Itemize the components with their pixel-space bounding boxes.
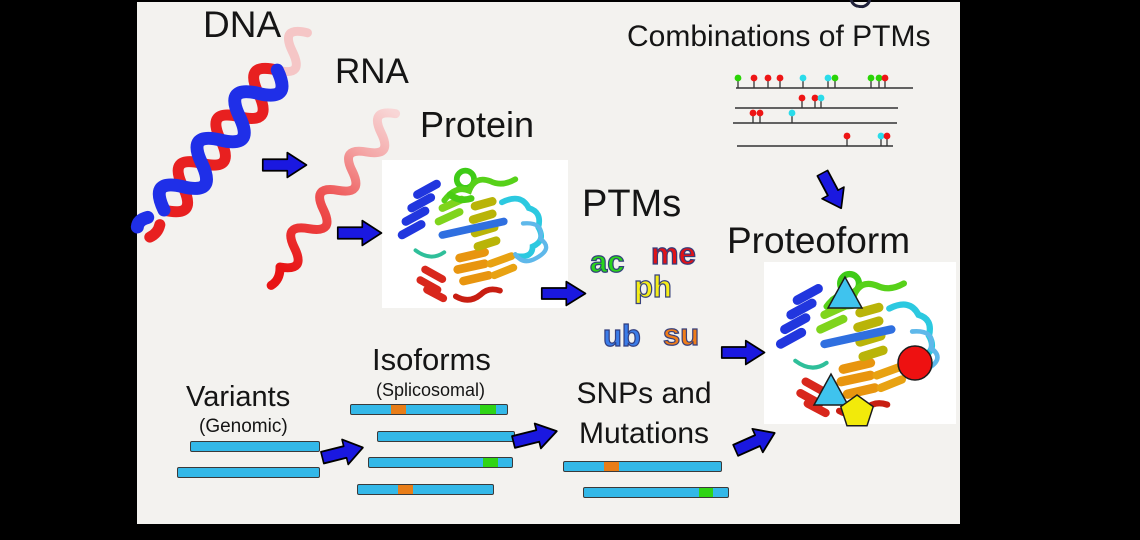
proteoform-mark-circle xyxy=(897,345,933,381)
proteoform-ptm-shape-marks xyxy=(812,275,933,427)
label-ptms: PTMs xyxy=(582,183,682,225)
arrow-shape xyxy=(336,219,383,247)
ptm-pin-cyan xyxy=(877,132,885,140)
snps-sequence-bar xyxy=(563,461,722,472)
ptm-pin-cyan xyxy=(817,94,825,102)
proteoform-mark-pentagon xyxy=(839,394,875,427)
arrow-combinations-to-proteoform xyxy=(810,166,854,216)
ptm-pin-green xyxy=(875,74,883,82)
ptm-pin-red xyxy=(756,109,764,117)
arrow-variants-to-isoforms xyxy=(318,433,368,472)
ptm-pin-cyan xyxy=(824,74,832,82)
proteoform-mark-triangle xyxy=(826,275,864,309)
ptm-pin-red xyxy=(764,74,772,82)
arrow-ptms-to-proteoform xyxy=(720,339,766,366)
ptm-combination-tracks xyxy=(733,74,913,147)
protein-ribbon-icon xyxy=(384,162,566,306)
green-segment xyxy=(699,488,714,497)
arrow-shape xyxy=(320,438,364,466)
ptm-pin-red xyxy=(811,94,819,102)
isoforms-sequence-bar xyxy=(377,431,515,442)
ptm-pin-cyan xyxy=(799,74,807,82)
isoforms-sequence-bar xyxy=(368,457,513,468)
variants-sequence-bar xyxy=(177,467,320,478)
arrow-protein-to-ptms xyxy=(540,280,587,307)
label-snps-and-mutations: SNPs and Mutations xyxy=(561,374,727,454)
orange-segment xyxy=(604,462,619,471)
ptm-pin-red xyxy=(798,94,806,102)
orange-segment xyxy=(397,485,413,494)
arrow-shape xyxy=(720,339,766,366)
dna-double-helix-icon xyxy=(130,26,312,243)
label-protein: Protein xyxy=(420,104,535,145)
ptm-pin-red xyxy=(843,132,851,140)
arrow-rna-to-protein xyxy=(336,219,383,247)
arrow-isoforms-to-snps xyxy=(509,417,562,457)
isoforms-sequence-bar xyxy=(357,484,494,495)
ptm-abbrev-ac: ac xyxy=(589,243,625,279)
label-isoforms-splicosomal: (Splicosomal) xyxy=(376,380,486,400)
ptm-pin-red xyxy=(749,109,757,117)
label-variants-genomic: (Genomic) xyxy=(199,416,288,437)
ptm-abbrev-ph: ph xyxy=(633,268,672,304)
snps-sequence-bar xyxy=(583,487,729,498)
green-segment xyxy=(480,405,497,414)
label-snps-line1: SNPs and xyxy=(576,377,712,410)
arrow-dna-to-rna xyxy=(261,151,308,179)
arrow-shape xyxy=(261,151,308,179)
ptm-pin-red xyxy=(776,74,784,82)
ptm-abbrev-me: me xyxy=(650,235,696,271)
isoforms-sequence-bar xyxy=(350,404,508,415)
arrow-snps-to-proteoform xyxy=(729,419,782,464)
ptm-pin-green xyxy=(831,74,839,82)
rna-strand-icon xyxy=(266,108,401,290)
orange-segment xyxy=(390,405,406,414)
label-rna: RNA xyxy=(335,52,409,91)
ptm-pin-red xyxy=(881,74,889,82)
label-combinations-of-ptms: Combinations of PTMs xyxy=(627,20,931,53)
label-dna: DNA xyxy=(203,4,282,45)
ptm-abbrev-ub: ub xyxy=(602,317,641,353)
arrow-shape xyxy=(732,427,776,457)
label-variants: Variants xyxy=(186,381,291,413)
ptm-pin-cyan xyxy=(788,109,796,117)
arrow-shape xyxy=(511,422,558,450)
variants-sequence-bar xyxy=(190,441,320,452)
label-snps-line2: Mutations xyxy=(578,417,710,450)
label-isoforms: Isoforms xyxy=(372,342,491,377)
green-segment xyxy=(483,458,499,467)
ptm-pin-red xyxy=(883,132,891,140)
ptm-pin-green xyxy=(734,74,742,82)
arrow-shape xyxy=(540,280,587,307)
ptm-pin-green xyxy=(867,74,875,82)
label-proteoform: Proteoform xyxy=(727,220,911,261)
arrow-shape xyxy=(816,169,845,210)
ptm-pin-red xyxy=(750,74,758,82)
proteoform-mark-triangle xyxy=(812,372,850,406)
ptm-abbrev-su: su xyxy=(662,316,700,352)
